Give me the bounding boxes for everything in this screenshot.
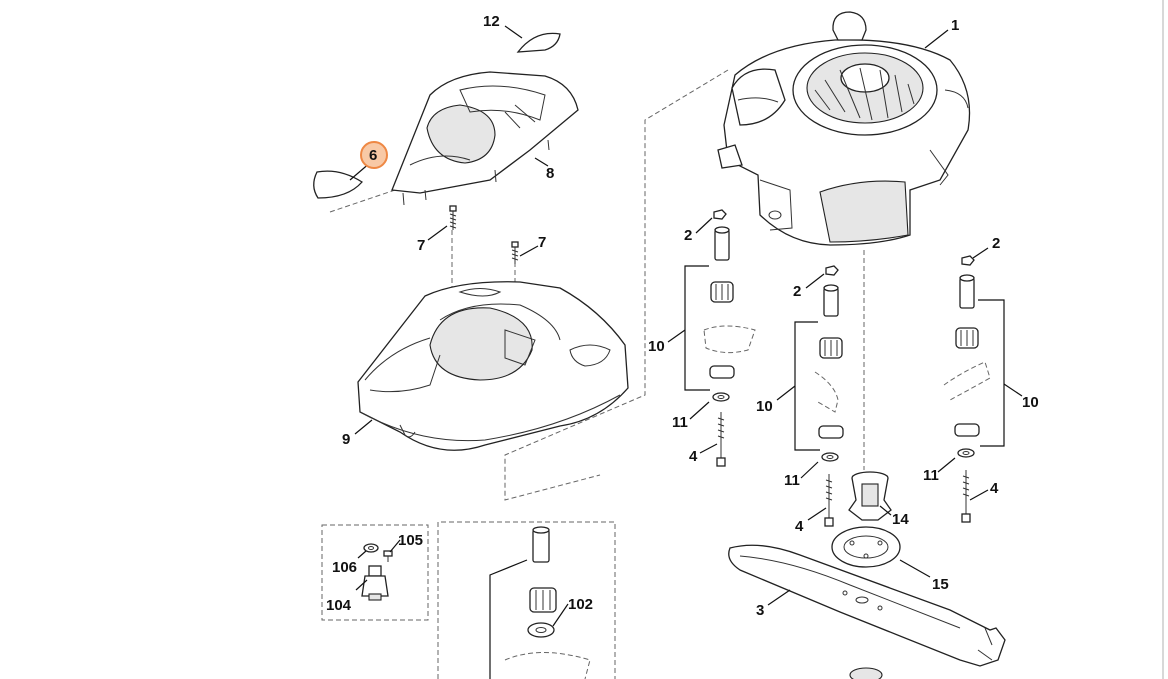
inset-bushing[interactable] — [529, 587, 557, 613]
mount-left-sleeve[interactable] — [714, 226, 730, 261]
mount-right-bushing-top[interactable] — [955, 327, 979, 349]
part-6-flap[interactable] — [313, 170, 363, 199]
callout-4-mid[interactable]: 4 — [795, 518, 804, 535]
mount-mid-nut-2[interactable] — [825, 265, 839, 276]
mount-right-sleeve[interactable] — [959, 274, 975, 309]
callout-102[interactable]: 102 — [568, 596, 593, 613]
mount-left-bolt-4[interactable] — [716, 412, 726, 467]
callout-7-right[interactable]: 7 — [538, 234, 546, 251]
part-1-engine[interactable] — [717, 11, 971, 246]
callout-104[interactable]: 104 — [326, 597, 352, 614]
mount-mid-deck-bracket — [814, 371, 839, 413]
mount-right-washer-11[interactable] — [957, 448, 975, 458]
mount-mid-washer-11[interactable] — [821, 452, 839, 462]
callout-3[interactable]: 3 — [756, 602, 764, 619]
mount-left-deck-bracket — [703, 325, 756, 354]
inset-sleeve[interactable] — [532, 526, 550, 563]
callout-10-left[interactable]: 10 — [648, 338, 665, 355]
callout-4-right[interactable]: 4 — [990, 480, 999, 497]
mount-mid-bolt-4[interactable] — [824, 474, 834, 527]
part-3-blade[interactable] — [728, 544, 1006, 667]
mount-mid-bushing-top[interactable] — [819, 337, 843, 359]
part-106-washer[interactable] — [363, 543, 379, 553]
mount-right-deck-bracket — [943, 361, 991, 401]
part-102-washer[interactable] — [527, 622, 555, 638]
callout-14[interactable]: 14 — [892, 511, 909, 528]
part-7-screw-left[interactable] — [449, 205, 457, 230]
mount-left-washer-11[interactable] — [712, 392, 730, 402]
mount-left-bushing-bottom[interactable] — [709, 365, 735, 379]
part-8-hood-cover[interactable] — [391, 71, 579, 206]
callout-11-mid[interactable]: 11 — [784, 472, 800, 489]
mount-left-nut-2[interactable] — [713, 209, 727, 220]
callout-8[interactable]: 8 — [546, 165, 554, 182]
callout-labels: 12 6 8 7 7 9 1 2 2 2 10 10 10 11 11 11 4… — [326, 13, 1039, 619]
bracket-10-right — [978, 299, 1005, 447]
callout-105[interactable]: 105 — [398, 532, 423, 549]
mount-right-bolt-4[interactable] — [961, 470, 971, 523]
callout-7-left[interactable]: 7 — [417, 237, 425, 254]
callout-15[interactable]: 15 — [932, 576, 949, 593]
callout-2-left[interactable]: 2 — [684, 227, 692, 244]
callout-4-left[interactable]: 4 — [689, 448, 698, 465]
part-7-screw-right[interactable] — [511, 241, 519, 264]
callout-2-mid[interactable]: 2 — [793, 283, 801, 300]
blade-hub-partial[interactable] — [849, 667, 883, 679]
mount-right-bushing-bottom[interactable] — [954, 423, 980, 437]
callout-10-right[interactable]: 10 — [1022, 394, 1039, 411]
callout-10-mid[interactable]: 10 — [756, 398, 773, 415]
callout-9[interactable]: 9 — [342, 431, 350, 448]
highlight-circle — [360, 141, 388, 169]
inset-deck-bracket — [504, 652, 591, 679]
mount-left-bushing-top[interactable] — [710, 281, 734, 303]
callout-1[interactable]: 1 — [951, 17, 959, 34]
part-105-screw[interactable] — [383, 550, 393, 562]
callout-6[interactable]: 6 — [369, 147, 377, 164]
mount-mid-sleeve[interactable] — [823, 284, 839, 317]
callout-2-right[interactable]: 2 — [992, 235, 1000, 252]
part-9-engine-cover[interactable] — [357, 281, 629, 451]
part-15-blade-plate[interactable] — [831, 526, 901, 568]
callout-106[interactable]: 106 — [332, 559, 357, 576]
bracket-10-left — [684, 265, 710, 391]
callout-11-right[interactable]: 11 — [923, 467, 939, 484]
leader-lines — [349, 25, 1023, 627]
callout-12[interactable]: 12 — [483, 13, 500, 30]
part-104-adapter[interactable] — [361, 565, 389, 601]
bracket-inset — [489, 559, 528, 679]
callout-11-left[interactable]: 11 — [672, 414, 688, 431]
mount-right-nut-2[interactable] — [961, 255, 975, 266]
bracket-10-mid — [794, 321, 820, 451]
mount-mid-bushing-bottom[interactable] — [818, 425, 844, 439]
part-12-cap[interactable] — [516, 32, 561, 53]
part-14-blade-adapter[interactable] — [848, 471, 892, 521]
